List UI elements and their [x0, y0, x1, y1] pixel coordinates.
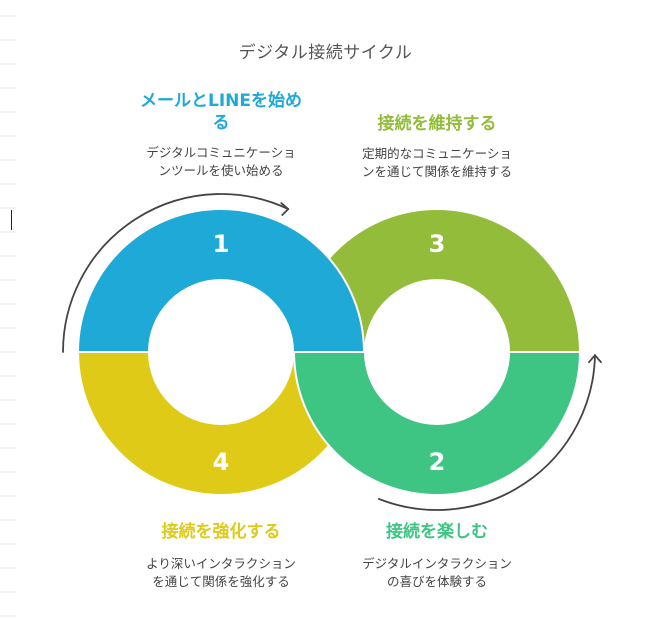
- step-number-3: 3: [429, 230, 446, 258]
- guide-mark: [0, 447, 17, 449]
- step-4-description: より深いインタラクション を通じて関係を強化する: [121, 555, 321, 591]
- guide-mark: [0, 87, 17, 89]
- step-2-desc-line2: の喜びを体験する: [386, 574, 487, 589]
- step-3-desc-line1: 定期的なコミュニケーショ: [362, 146, 512, 161]
- step-1-block: メールとLINEを始め る デジタルコミュニケーショ ンツールを使い始める: [121, 90, 321, 180]
- guide-mark: [0, 519, 17, 521]
- step-1-desc-line1: デジタルコミュニケーショ: [146, 145, 296, 160]
- arrowhead-icon: [280, 202, 290, 216]
- step-4-desc-line1: より深いインタラクション: [146, 556, 296, 571]
- curved-arrow-icon: [377, 354, 596, 511]
- guide-mark: [0, 135, 17, 137]
- cycle-arrow-left: [62, 193, 290, 353]
- segment-3[interactable]: [292, 208, 582, 353]
- step-1-heading-line2: る: [212, 113, 230, 133]
- cycle-arrow-right: [377, 354, 602, 511]
- guide-mark: [0, 567, 17, 569]
- curved-arrow-icon: [62, 193, 290, 353]
- guide-mark: [0, 471, 17, 473]
- left-guide-marks: [0, 0, 18, 618]
- guide-mark: [0, 375, 17, 377]
- guide-mark: [0, 399, 17, 401]
- step-2-heading: 接続を楽しむ: [386, 522, 488, 542]
- guide-mark: [0, 543, 17, 545]
- guide-mark: [0, 279, 17, 281]
- step-4-heading: 接続を強化する: [161, 522, 281, 542]
- guide-mark: [0, 327, 17, 329]
- guide-mark: [0, 183, 17, 185]
- step-number-2: 2: [429, 448, 446, 476]
- guide-mark: [0, 63, 17, 65]
- step-1-heading-line1: メールとLINEを始め: [140, 91, 302, 111]
- step-1-desc-line2: ンツールを使い始める: [158, 163, 284, 178]
- guide-mark: [0, 111, 17, 113]
- step-1-description: デジタルコミュニケーショ ンツールを使い始める: [121, 144, 321, 180]
- text-cursor: [11, 210, 12, 230]
- step-2-block: 接続を楽しむ デジタルインタラクション の喜びを体験する: [337, 521, 537, 591]
- guide-mark: [0, 231, 17, 233]
- guide-mark: [0, 351, 17, 353]
- arrowhead-icon: [588, 354, 602, 364]
- step-4-desc-line2: を通じて関係を強化する: [152, 574, 290, 589]
- guide-mark: [0, 591, 17, 593]
- step-number-1: 1: [213, 230, 230, 258]
- page-title: デジタル接続サイクル: [238, 43, 413, 63]
- segment-1[interactable]: [76, 208, 366, 353]
- step-1-heading: メールとLINEを始め る: [121, 90, 321, 134]
- guide-mark: [0, 255, 17, 257]
- step-2-description: デジタルインタラクション の喜びを体験する: [337, 555, 537, 591]
- step-3-block: 接続を維持する 定期的なコミュニケーショ ンを通じて関係を維持する: [337, 113, 537, 181]
- guide-mark: [0, 303, 17, 305]
- step-number-4: 4: [213, 448, 230, 476]
- step-3-description: 定期的なコミュニケーショ ンを通じて関係を維持する: [337, 145, 537, 181]
- step-2-desc-line1: デジタルインタラクション: [362, 556, 512, 571]
- guide-mark: [0, 423, 17, 425]
- step-3-heading: 接続を維持する: [377, 114, 497, 134]
- step-3-desc-line2: ンを通じて関係を維持する: [361, 164, 512, 179]
- guide-mark: [0, 207, 17, 209]
- step-4-block: 接続を強化する より深いインタラクション を通じて関係を強化する: [121, 521, 321, 591]
- guide-mark: [0, 495, 17, 497]
- guide-mark: [0, 615, 17, 617]
- guide-mark: [0, 159, 17, 161]
- guide-mark: [0, 39, 17, 41]
- segment-2[interactable]: [292, 351, 582, 496]
- guide-mark: [0, 15, 17, 17]
